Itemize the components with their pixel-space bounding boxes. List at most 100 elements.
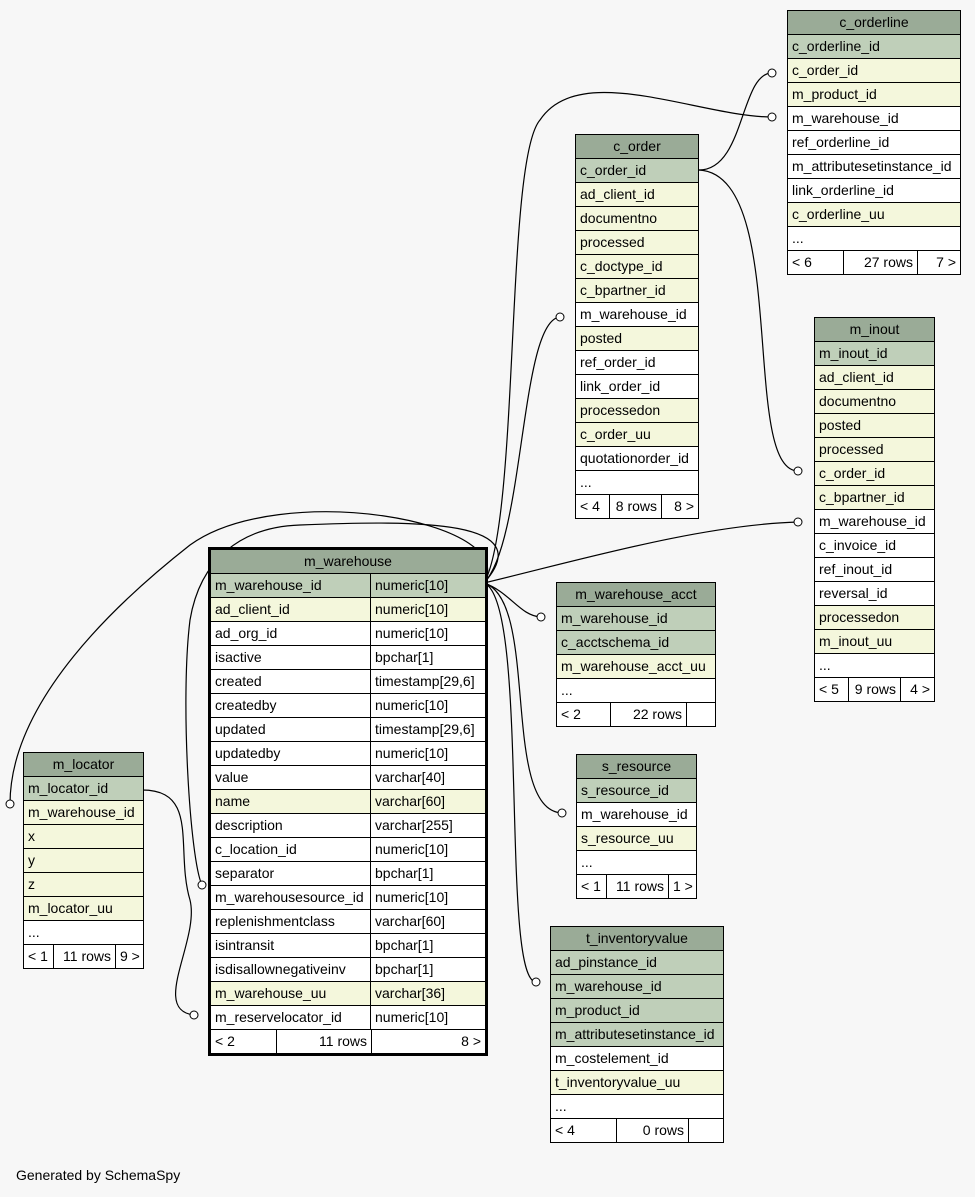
column-row[interactable]: ... xyxy=(24,921,143,945)
column-row[interactable]: c_orderline_id xyxy=(788,35,960,59)
column-row[interactable]: c_acctschema_id xyxy=(557,631,715,655)
parents-count[interactable]: < 4 xyxy=(576,495,610,518)
parents-count[interactable]: < 4 xyxy=(551,1119,617,1142)
column-row[interactable]: c_order_id xyxy=(788,59,960,83)
column-row[interactable]: documentno xyxy=(576,207,698,231)
column-row[interactable]: m_costelement_id xyxy=(551,1047,723,1071)
column-row[interactable]: documentno xyxy=(815,390,934,414)
children-count[interactable]: 9 > xyxy=(120,948,140,964)
parents-count[interactable]: < 6 xyxy=(788,251,844,274)
column-row[interactable]: ref_orderline_id xyxy=(788,131,960,155)
column-row[interactable]: c_orderline_uu xyxy=(788,203,960,227)
column-row[interactable]: c_order_id xyxy=(576,159,698,183)
column-row[interactable]: m_attributesetinstance_id xyxy=(551,1023,723,1047)
column-row[interactable]: ... xyxy=(551,1095,723,1119)
children-count[interactable]: 8 > xyxy=(461,1033,481,1049)
children-count[interactable]: 1 > xyxy=(673,878,693,894)
column-row[interactable]: m_warehouse_acct_uu xyxy=(557,655,715,679)
children-count[interactable]: 7 > xyxy=(936,254,956,270)
column-row[interactable]: processedon xyxy=(815,606,934,630)
children-count[interactable]: 4 > xyxy=(910,681,930,697)
column-row[interactable]: c_order_id xyxy=(815,462,934,486)
column-row[interactable]: processedon xyxy=(576,399,698,423)
column-row[interactable]: s_resource_uu xyxy=(577,827,696,851)
column-row[interactable]: m_warehouse_id xyxy=(24,801,143,825)
parents-count[interactable]: < 1 xyxy=(577,875,607,898)
column-row[interactable]: ref_order_id xyxy=(576,351,698,375)
column-row[interactable]: ad_client_id xyxy=(815,366,934,390)
column-row[interactable]: c_bpartner_id xyxy=(815,486,934,510)
column-row[interactable]: y xyxy=(24,849,143,873)
column-row[interactable]: ... xyxy=(577,851,696,875)
column-row[interactable]: m_inout_uu xyxy=(815,630,934,654)
column-row[interactable]: c_order_uu xyxy=(576,423,698,447)
column-row[interactable]: ... xyxy=(557,679,715,703)
column-row[interactable]: ad_pinstance_id xyxy=(551,951,723,975)
column-row[interactable]: m_warehouse_id xyxy=(551,975,723,999)
column-row[interactable]: s_resource_id xyxy=(577,779,696,803)
column-row[interactable]: x xyxy=(24,825,143,849)
column-row[interactable]: m_attributesetinstance_id xyxy=(788,155,960,179)
column-row[interactable]: t_inventoryvalue_uu xyxy=(551,1071,723,1095)
column-row[interactable]: m_warehouse_id xyxy=(815,510,934,534)
column-row[interactable]: ... xyxy=(815,654,934,678)
column-row[interactable]: ... xyxy=(576,471,698,495)
column-row[interactable]: m_locator_uu xyxy=(24,897,143,921)
column-row[interactable]: link_orderline_id xyxy=(788,179,960,203)
column-row[interactable]: reversal_id xyxy=(815,582,934,606)
column-row[interactable]: m_product_id xyxy=(788,83,960,107)
column-row[interactable]: m_warehouse_id xyxy=(557,607,715,631)
column-row[interactable]: c_invoice_id xyxy=(815,534,934,558)
children-count[interactable]: 8 > xyxy=(674,498,694,514)
parents-count[interactable]: < 2 xyxy=(211,1030,277,1053)
column-row[interactable]: processed xyxy=(815,438,934,462)
column-row[interactable]: m_inout_id xyxy=(815,342,934,366)
column-row[interactable]: m_warehouse_id xyxy=(577,803,696,827)
column-row[interactable]: quotationorder_id xyxy=(576,447,698,471)
children-count[interactable] xyxy=(687,703,715,726)
column-row[interactable]: posted xyxy=(815,414,934,438)
parents-count[interactable]: < 1 xyxy=(24,945,54,968)
column-row[interactable]: c_doctype_id xyxy=(576,255,698,279)
column-row[interactable]: m_locator_id xyxy=(24,777,143,801)
column-row[interactable]: z xyxy=(24,873,143,897)
column-row[interactable]: ad_client_id xyxy=(576,183,698,207)
column-row[interactable]: c_bpartner_id xyxy=(576,279,698,303)
column-row[interactable]: m_product_id xyxy=(551,999,723,1023)
column-row[interactable]: posted xyxy=(576,327,698,351)
column-row[interactable]: ... xyxy=(788,227,960,251)
column-row[interactable]: ref_inout_id xyxy=(815,558,934,582)
column-row[interactable]: processed xyxy=(576,231,698,255)
parents-count[interactable]: < 2 xyxy=(557,703,611,726)
children-count[interactable] xyxy=(689,1119,723,1142)
column-row[interactable]: m_warehouse_id xyxy=(788,107,960,131)
column-row[interactable]: link_order_id xyxy=(576,375,698,399)
column-row[interactable]: m_warehouse_id xyxy=(576,303,698,327)
